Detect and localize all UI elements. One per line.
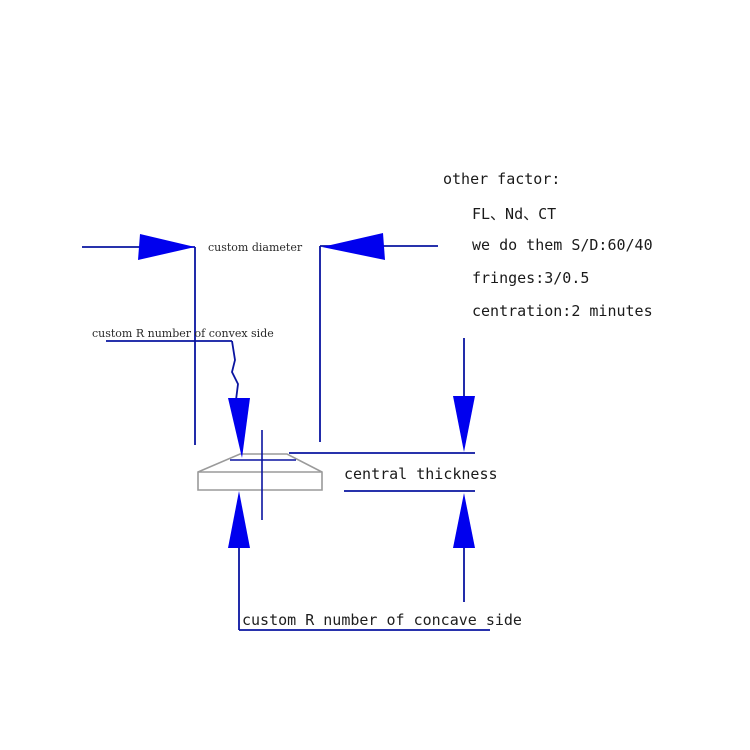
diameter-dimension <box>82 245 438 445</box>
custom-diameter-label: custom diameter <box>208 241 303 254</box>
notes-line: centration:2 minutes <box>472 302 653 320</box>
concave-arrow <box>228 491 250 548</box>
thickness-bottom-arrow <box>453 493 475 548</box>
notes-line: FL、Nd、CT <box>472 205 557 223</box>
convex-leader <box>106 340 239 401</box>
notes-line: we do them S/D:60/40 <box>472 236 653 254</box>
notes-line: fringes:3/0.5 <box>472 269 590 287</box>
optical-axis <box>230 430 296 520</box>
thickness-dimension <box>289 338 475 602</box>
lens-outline <box>197 453 323 491</box>
notes-title: other factor: <box>443 170 561 188</box>
concave-leader <box>238 545 490 631</box>
diameter-left-arrow <box>138 234 195 260</box>
concave-radius-label: custom R number of concave side <box>242 611 522 629</box>
diameter-right-arrow <box>322 233 385 260</box>
convex-arrow <box>228 398 250 458</box>
convex-radius-label: custom R number of convex side <box>92 327 274 340</box>
thickness-top-arrow <box>453 396 475 452</box>
central-thickness-label: central thickness <box>344 465 498 483</box>
